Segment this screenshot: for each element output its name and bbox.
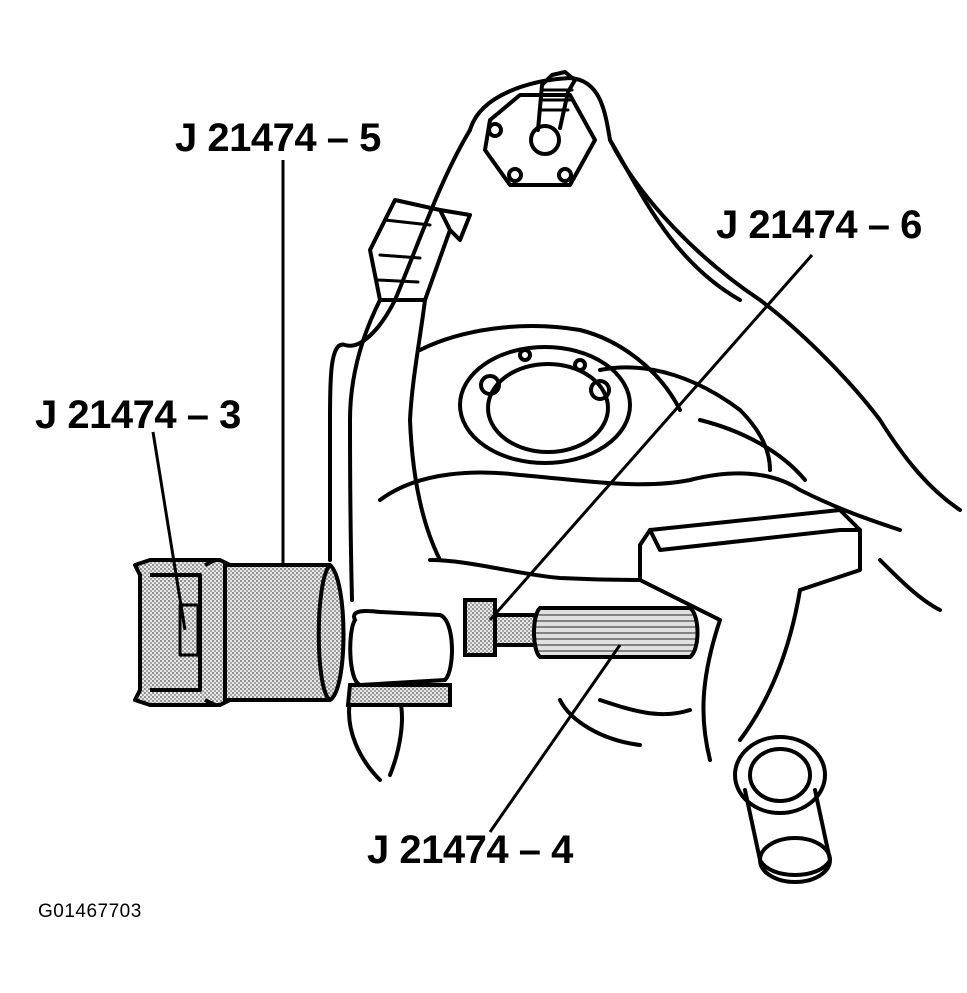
leader-j4: [488, 644, 622, 833]
bushing: [345, 609, 454, 707]
tool-adapter-sleeve: [223, 563, 346, 702]
label-j21474-6: J 21474 – 6: [716, 203, 922, 247]
label-j21474-4: J 21474 – 4: [367, 828, 573, 872]
figure-id: G01467703: [38, 901, 142, 922]
leader-j6: [488, 254, 814, 621]
upper-ball-joint: [483, 70, 597, 187]
upper-control-arm: [348, 198, 472, 602]
leader-lines: [151, 160, 814, 833]
lower-ball-joint-boss: [638, 508, 862, 762]
lower-spindle-stud: [733, 735, 832, 884]
tool-receiver-cup: [133, 558, 232, 707]
leader-j3: [151, 431, 187, 631]
hub-opening: [458, 345, 632, 465]
steering-knuckle: [328, 76, 962, 612]
tool-forcing-screw: [532, 606, 700, 659]
tool-nut-washer: [463, 598, 542, 657]
label-j21474-3: J 21474 – 3: [35, 393, 241, 437]
label-j21474-5: J 21474 – 5: [175, 116, 381, 160]
lower-arm: [347, 698, 692, 782]
